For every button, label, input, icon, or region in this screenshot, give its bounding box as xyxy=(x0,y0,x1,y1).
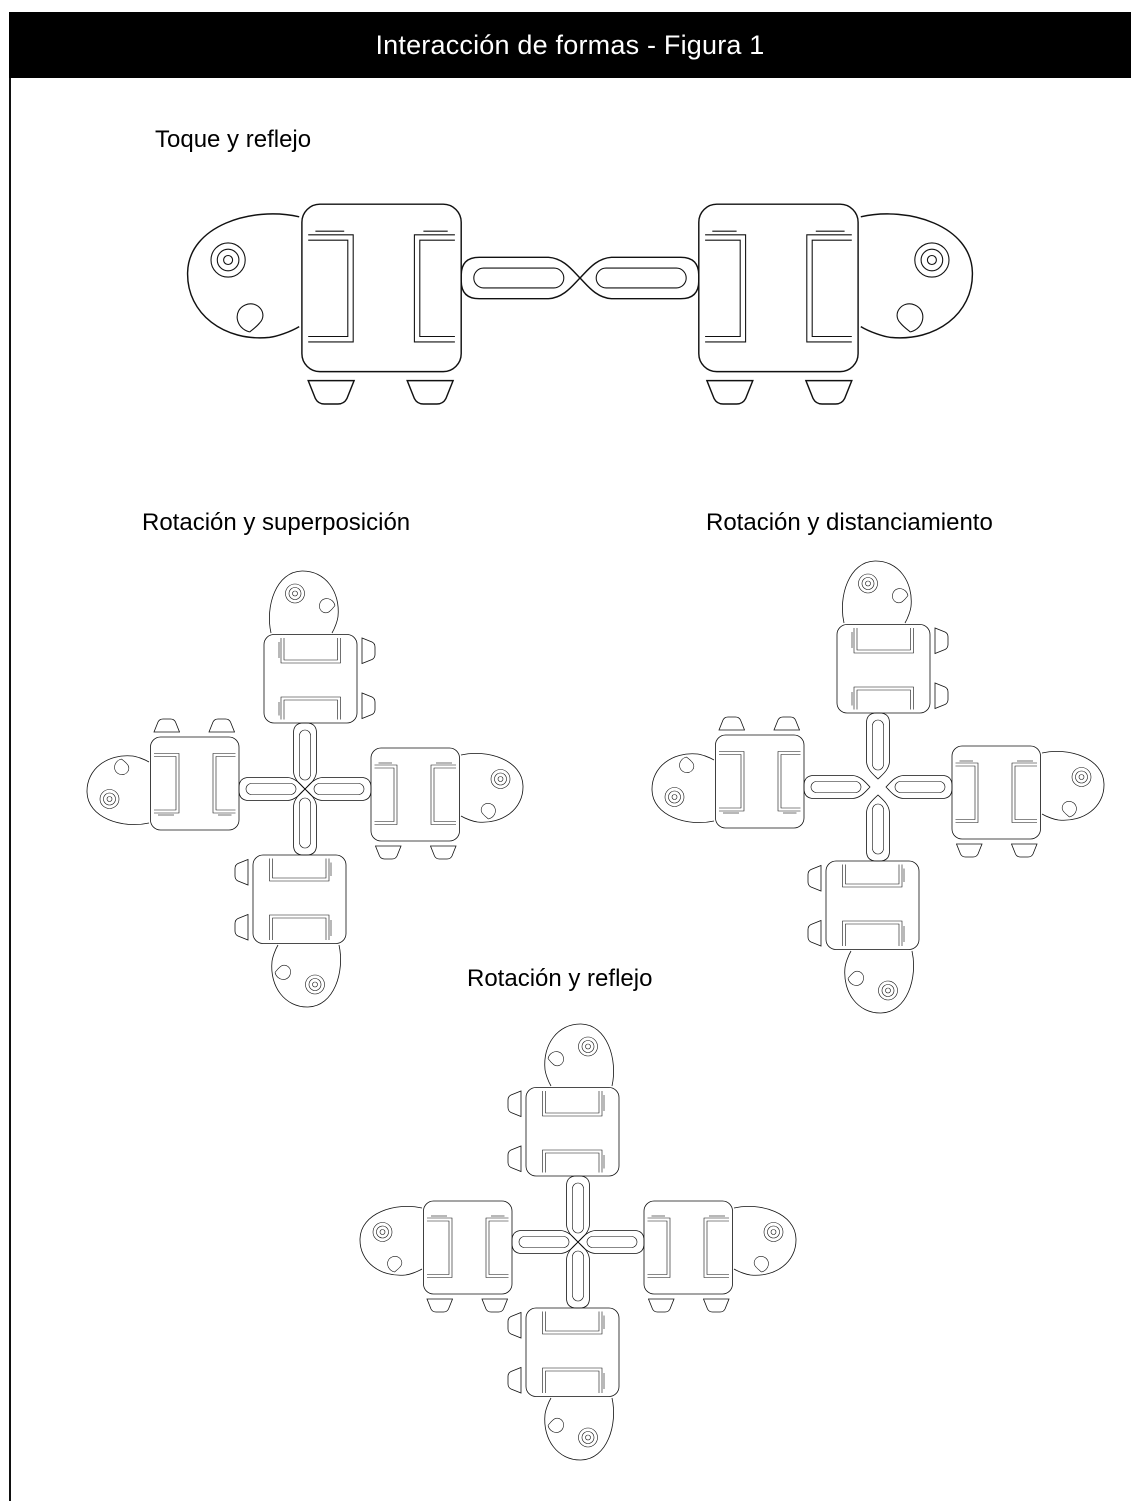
arm-north-shape xyxy=(836,560,949,780)
arm-south-shape xyxy=(234,788,347,1008)
arm-east-shape xyxy=(577,1200,797,1313)
arm-west-shape xyxy=(359,1200,579,1313)
touch-reflection-figure xyxy=(186,203,974,405)
arm-west-shape xyxy=(86,718,306,831)
rotation-reflection-figure xyxy=(359,1023,797,1461)
arm-south-shape xyxy=(807,794,920,1014)
arm-east-shape xyxy=(885,745,1105,858)
arm-west-shape xyxy=(651,716,871,829)
section-title-touch-reflection: Toque y reflejo xyxy=(155,126,312,153)
page-left-border xyxy=(9,12,11,1501)
section-title-rotation-reflection: Rotación y reflejo xyxy=(467,965,653,992)
arm-east-shape xyxy=(304,747,524,860)
arm-north-shape xyxy=(263,570,376,790)
title-bar: Interacción de formas - Figura 1 xyxy=(9,12,1131,78)
section-title-rotation-overlap: Rotación y superposición xyxy=(142,509,411,536)
section-title-rotation-distancing: Rotación y distanciamiento xyxy=(706,509,993,536)
rotation-overlap-figure xyxy=(86,570,524,1008)
page-title: Interacción de formas - Figura 1 xyxy=(375,29,765,60)
left-figure-shape xyxy=(186,203,581,405)
arm-north-shape xyxy=(507,1023,620,1243)
rotation-distancing-figure xyxy=(651,560,1105,1014)
arm-south-shape xyxy=(507,1241,620,1461)
right-figure-shape xyxy=(579,203,974,405)
